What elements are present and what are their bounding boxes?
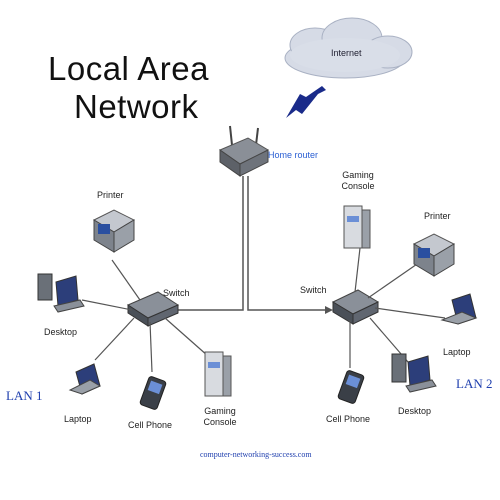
diagram-title-line1: Local Area	[48, 50, 209, 87]
lan1-printer-label: Printer	[97, 190, 124, 200]
lan1-name: LAN 1	[6, 388, 43, 403]
lan2-laptop-label: Laptop	[443, 347, 471, 357]
lan1-switch-icon	[126, 291, 180, 327]
lan1-laptop-icon	[68, 363, 102, 395]
lan2-links	[349, 247, 446, 368]
lan1-switch-label: Switch	[163, 288, 190, 298]
diagram-title-line2: Network	[74, 88, 199, 125]
lan2-switch-label: Switch	[300, 285, 327, 295]
router-link-lan1	[178, 176, 244, 311]
lan2-cell-phone-icon	[337, 370, 365, 404]
lan1-gaming-console-label: Gaming Console	[203, 406, 237, 427]
lan1-cell-phone-label: Cell Phone	[128, 420, 173, 430]
source-footer: computer-networking-success.com	[200, 450, 312, 459]
lan2-gaming-console-label: Gaming Console	[341, 170, 375, 191]
lan2-name: LAN 2	[456, 376, 493, 391]
lan1-printer-icon	[92, 209, 136, 253]
lan1-gaming-console-icon	[204, 351, 232, 397]
lan1-cell-phone-icon	[139, 376, 167, 410]
router-icon	[218, 125, 270, 177]
lan1-laptop-label: Laptop	[64, 414, 92, 424]
router-link-lan2	[247, 176, 325, 311]
lan2-cell-phone-label: Cell Phone	[326, 414, 371, 424]
lan1-desktop-label: Desktop	[44, 327, 78, 337]
lan2-printer-icon	[412, 233, 456, 277]
lan2-printer-label: Printer	[424, 211, 451, 221]
lan1-desktop-icon	[37, 273, 85, 313]
internet-cloud-icon	[284, 17, 413, 79]
lan1-links	[81, 259, 209, 373]
lan2-desktop-label: Desktop	[398, 406, 432, 416]
router-label: Home router	[268, 150, 319, 160]
lan2-desktop-icon	[391, 353, 437, 393]
connection-bolt-icon	[286, 86, 326, 118]
lan2-gaming-console-icon	[343, 205, 371, 249]
lan2-switch-icon	[331, 289, 380, 325]
lan2-laptop-icon	[440, 293, 478, 325]
internet-label: Internet	[331, 48, 362, 58]
